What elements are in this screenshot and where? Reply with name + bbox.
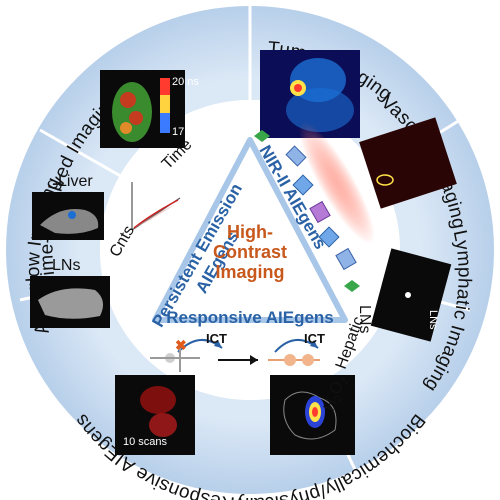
center-line-2: Contrast bbox=[213, 242, 287, 262]
lns-left-label: LNs bbox=[52, 257, 80, 274]
vascular-image bbox=[359, 117, 457, 209]
responsive-aiegens-title: Responsive AIEgens bbox=[166, 308, 334, 327]
lymphatic-image: LNs bbox=[370, 248, 452, 342]
scans-image: 10 scans bbox=[115, 375, 195, 455]
scale-bottom-label: 17 ns bbox=[172, 126, 199, 138]
scale-top-label: 20 ns bbox=[172, 76, 199, 88]
time-resolved-image: 20 ns 17 ns bbox=[100, 70, 199, 148]
center-triangle bbox=[152, 137, 348, 323]
liver-image bbox=[32, 192, 104, 240]
lns-right-small: LNs bbox=[427, 310, 439, 330]
ict-scheme: ICT ✖ ICT bbox=[150, 331, 325, 372]
lns-image bbox=[30, 276, 110, 328]
scans-label: 10 scans bbox=[123, 436, 168, 448]
lns-right-label: LNs bbox=[356, 305, 373, 333]
hepatic-image bbox=[270, 375, 355, 455]
liver-label: Liver bbox=[58, 173, 93, 190]
ict-left-label: ICT bbox=[206, 331, 227, 346]
cross-mark-icon: ✖ bbox=[175, 337, 187, 353]
center-line-1: High- bbox=[227, 222, 273, 242]
ict-right-label: ICT bbox=[304, 331, 325, 346]
nir-ii-molecule bbox=[254, 113, 387, 292]
h2o2-label: H2O2 bbox=[321, 373, 352, 414]
center-line-3: Imaging bbox=[215, 262, 284, 282]
